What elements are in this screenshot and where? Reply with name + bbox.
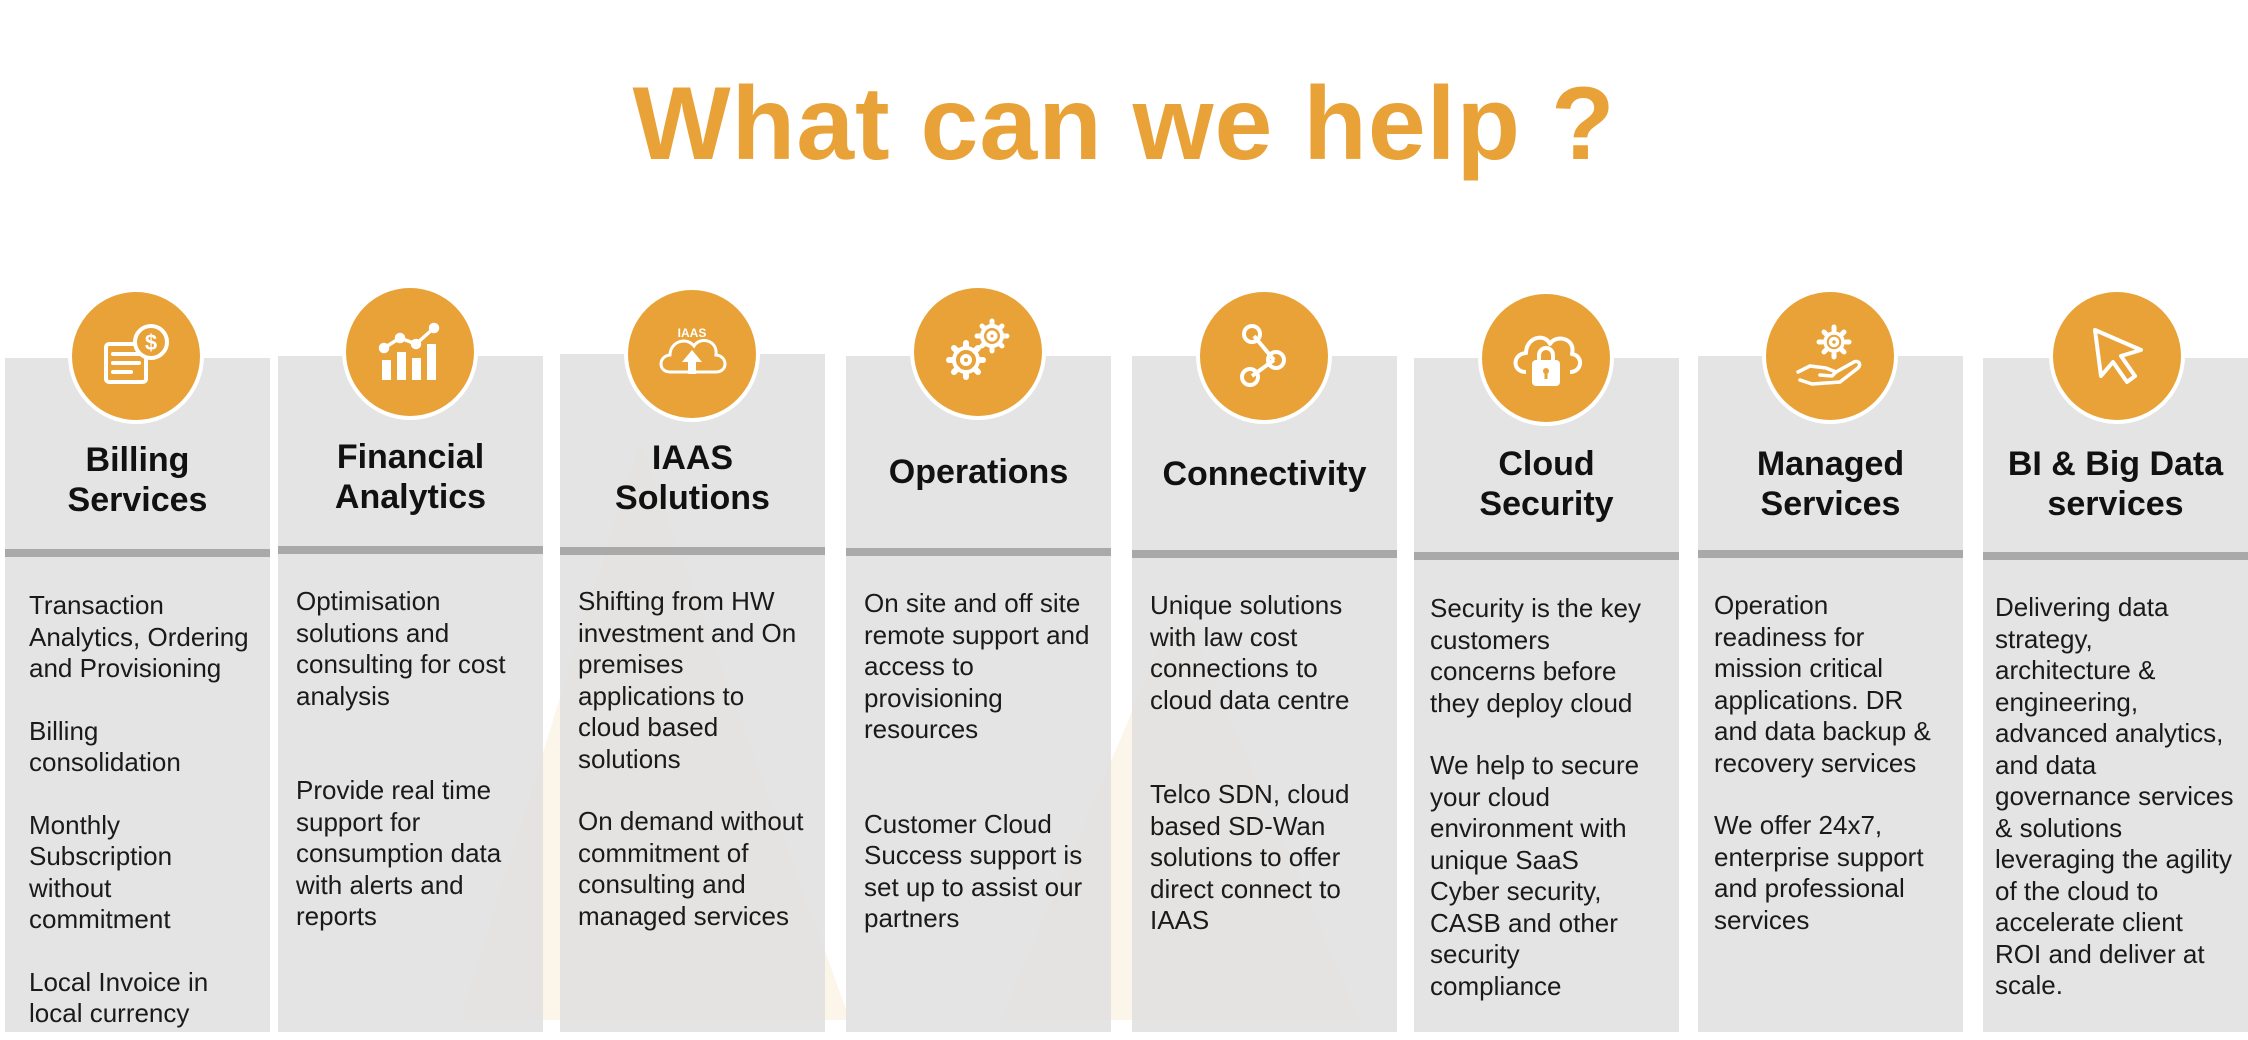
gear-hand-icon: [1766, 292, 1894, 420]
service-heading: Financial Analytics: [334, 438, 487, 516]
service-column-connectivity: Connectivity Unique solutions with law c…: [1132, 0, 1397, 1032]
service-description: Unique solutions with law cost connectio…: [1150, 590, 1386, 937]
divider: [846, 548, 1111, 556]
description-paragraph: On demand without commitment of consulti…: [578, 806, 804, 931]
service-column-billing: $ Billing Services Transaction Analytics…: [5, 0, 270, 1032]
description-paragraph: Transaction Analytics, Ordering and Prov…: [29, 590, 249, 683]
service-column-cloud-security: Cloud Security Security is the key custo…: [1414, 0, 1679, 1032]
service-column-bi-big-data: BI & Big Data services Delivering data s…: [1983, 0, 2248, 1032]
service-description: Optimisation solutions and consulting fo…: [296, 586, 532, 933]
description-paragraph: Telco SDN, cloud based SD-Wan solutions …: [1150, 779, 1350, 935]
divider: [1132, 550, 1397, 558]
service-card: [560, 354, 825, 1032]
service-card: [1414, 358, 1679, 1032]
gears-icon: [914, 288, 1042, 416]
description-paragraph: Optimisation solutions and consulting fo…: [296, 586, 506, 711]
divider: [1983, 552, 2248, 560]
description-paragraph: On site and off site remote support and …: [864, 588, 1090, 744]
service-heading: Operations: [888, 453, 1069, 491]
service-column-financial-analytics: Financial Analytics Optimisation solutio…: [278, 0, 543, 1032]
billing-invoice-icon: $: [72, 292, 200, 420]
service-description: Transaction Analytics, Ordering and Prov…: [29, 590, 265, 1030]
service-column-iaas: IAAS IAAS Solutions Shifting from HW inv…: [560, 0, 825, 1032]
service-heading: Managed Services: [1756, 445, 1905, 523]
divider: [1414, 552, 1679, 560]
description-paragraph: Monthly Subscription without commitment: [29, 809, 173, 935]
svg-text:IAAS: IAAS: [678, 326, 707, 340]
service-card: [846, 356, 1111, 1032]
description-paragraph: Unique solutions with law cost connectio…: [1150, 590, 1350, 715]
analytics-chart-icon: [346, 288, 474, 416]
description-paragraph: Customer Cloud Success support is set up…: [864, 808, 1083, 934]
service-heading: Billing Services: [67, 441, 208, 519]
service-heading: IAAS Solutions: [615, 439, 770, 517]
description-paragraph: We help to secure your cloud environment…: [1430, 750, 1640, 1001]
description-paragraph: Security is the key customers concerns b…: [1430, 593, 1641, 718]
service-card: [1983, 358, 2248, 1032]
cloud-lock-icon: [1482, 294, 1610, 422]
service-description: On site and off site remote support and …: [864, 588, 1100, 935]
description-paragraph: We offer 24x7, enterprise support and pr…: [1714, 810, 1924, 935]
iaas-cloud-upload-icon: IAAS: [628, 290, 756, 418]
description-paragraph: Local Invoice in local currency: [29, 966, 209, 1029]
service-description: Operation readiness for mission critical…: [1714, 590, 1950, 936]
service-card: [278, 356, 543, 1032]
service-column-managed-services: Managed Services Operation readiness for…: [1698, 0, 1963, 1032]
divider: [1698, 550, 1963, 558]
share-network-icon: [1200, 292, 1328, 420]
service-description: Shifting from HW investment and On premi…: [578, 586, 814, 932]
description-paragraph: Billing consolidation: [29, 715, 181, 778]
svg-text:$: $: [145, 330, 157, 355]
service-card: [1132, 356, 1397, 1032]
service-card: [5, 358, 270, 1032]
page-title: What can we help ?: [632, 66, 1616, 182]
divider: [560, 547, 825, 555]
service-heading: BI & Big Data services: [2007, 445, 2224, 523]
description-paragraph: Shifting from HW investment and On premi…: [578, 586, 797, 774]
service-heading: Cloud Security: [1479, 445, 1614, 523]
service-card: [1698, 356, 1963, 1032]
divider: [278, 546, 543, 554]
description-paragraph: Delivering data strategy, architecture &…: [1995, 592, 2234, 1000]
cursor-arrow-icon: [2053, 292, 2181, 420]
description-paragraph: Operation readiness for mission critical…: [1714, 590, 1931, 778]
service-heading: Connectivity: [1162, 455, 1367, 493]
divider: [5, 549, 270, 557]
service-column-operations: Operations On site and off site remote s…: [846, 0, 1111, 1032]
service-description: Security is the key customers concerns b…: [1430, 593, 1666, 1002]
service-description: Delivering data strategy, architecture &…: [1995, 592, 2245, 1002]
description-paragraph: Provide real time support for consumptio…: [296, 775, 502, 931]
